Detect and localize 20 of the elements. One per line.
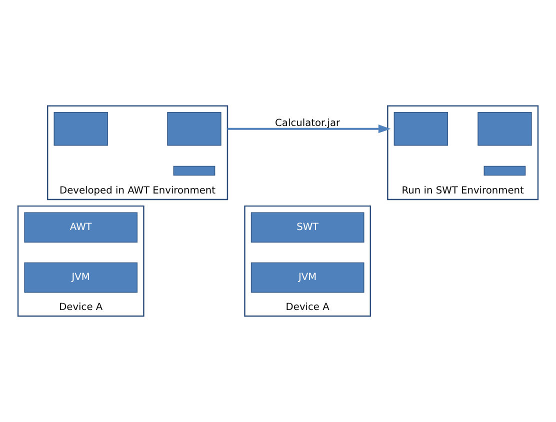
node-box: JVM	[24, 262, 138, 293]
node-bar	[173, 166, 216, 176]
cluster	[17, 205, 144, 317]
cluster	[244, 205, 372, 317]
node-box: AWT	[24, 212, 138, 243]
node-label: Developed in AWT Environment	[60, 185, 216, 196]
node-box	[394, 112, 448, 146]
node-box	[478, 112, 532, 146]
node-bar	[484, 166, 526, 176]
node-label: Device A	[59, 302, 103, 314]
node-box	[54, 112, 108, 146]
cluster	[46, 105, 228, 200]
node-box: JVM	[250, 262, 364, 293]
node-box	[167, 112, 222, 146]
node-label: Run in SWT Environment	[402, 185, 524, 196]
cluster	[387, 105, 539, 200]
arrow	[227, 124, 391, 134]
node-label: Device A	[286, 302, 330, 314]
node-box: SWT	[250, 212, 364, 243]
edge-label: Calculator.jar	[275, 118, 340, 130]
